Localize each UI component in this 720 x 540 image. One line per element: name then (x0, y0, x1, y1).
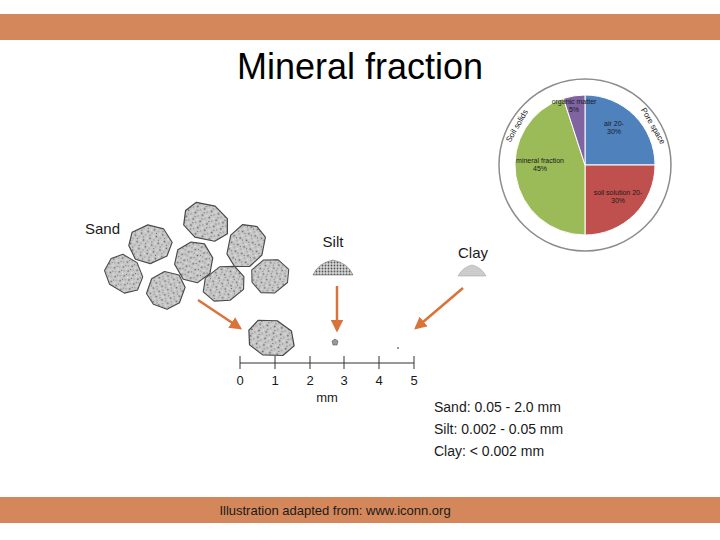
slide-title-holder: Mineral fraction (237, 46, 483, 88)
particle-name: Sand (85, 220, 120, 237)
source-caption: Illustration adapted from: www.iconn.org (219, 503, 450, 518)
scale-number: 2 (306, 373, 313, 388)
unit-label: mm (316, 390, 338, 405)
scale-number: 3 (340, 373, 347, 388)
ring-label: Soil solids (504, 108, 530, 144)
pie-label: mineral fraction 45% (509, 157, 571, 172)
mm-scale (240, 356, 414, 369)
size-range: Clay: < 0.002 mm (434, 443, 544, 459)
ring-label-holder: Soil solids (504, 108, 530, 144)
pie-label: organic matter 5% (547, 98, 601, 113)
particle-name-holder: Clay (458, 244, 488, 261)
top-bar (0, 14, 720, 40)
scale-number-holder: 1 (271, 373, 278, 388)
particle-name-holder: Silt (323, 233, 344, 250)
ring-label: Pore space (639, 106, 667, 146)
pie-label-holder: air 20-30% (599, 120, 629, 135)
silt-pile (313, 260, 353, 275)
clay-grain (397, 347, 399, 349)
sand-grains (98, 197, 296, 315)
pie-label: air 20-30% (599, 120, 629, 135)
particle-name: Clay (458, 244, 488, 261)
unit-label-holder: mm (316, 390, 338, 405)
sand-grain (245, 316, 298, 360)
soil-pie (499, 79, 671, 251)
arrows (198, 286, 463, 330)
size-range-holder: Sand: 0.05 - 2.0 mm (434, 399, 561, 415)
scale-number-holder: 2 (306, 373, 313, 388)
scale-number-holder: 5 (410, 373, 417, 388)
pie-label-holder: organic matter 5% (547, 98, 601, 113)
source-caption-holder: Illustration adapted from: www.iconn.org (219, 503, 450, 518)
scale-number: 4 (375, 373, 382, 388)
clay-pile (458, 265, 486, 276)
ring-label-holder: Pore space (639, 106, 667, 146)
scale-number-holder: 4 (375, 373, 382, 388)
particle-name: Silt (323, 233, 344, 250)
scale-number-holder: 3 (340, 373, 347, 388)
scale-number: 1 (271, 373, 278, 388)
particle-name-holder: Sand (85, 220, 120, 237)
pie-label: soil solution 20-30% (592, 189, 644, 204)
scale-number: 5 (410, 373, 417, 388)
scale-number: 0 (236, 373, 243, 388)
size-range-holder: Clay: < 0.002 mm (434, 443, 544, 459)
pie-label-holder: mineral fraction 45% (509, 157, 571, 172)
silt-grain (332, 339, 338, 345)
scale-number-holder: 0 (236, 373, 243, 388)
size-range-holder: Silt: 0.002 - 0.05 mm (434, 421, 563, 437)
size-range: Silt: 0.002 - 0.05 mm (434, 421, 563, 437)
size-range: Sand: 0.05 - 2.0 mm (434, 399, 561, 415)
bottom-bar (0, 497, 720, 523)
pie-label-holder: soil solution 20-30% (592, 189, 644, 204)
slide-title: Mineral fraction (237, 46, 483, 88)
